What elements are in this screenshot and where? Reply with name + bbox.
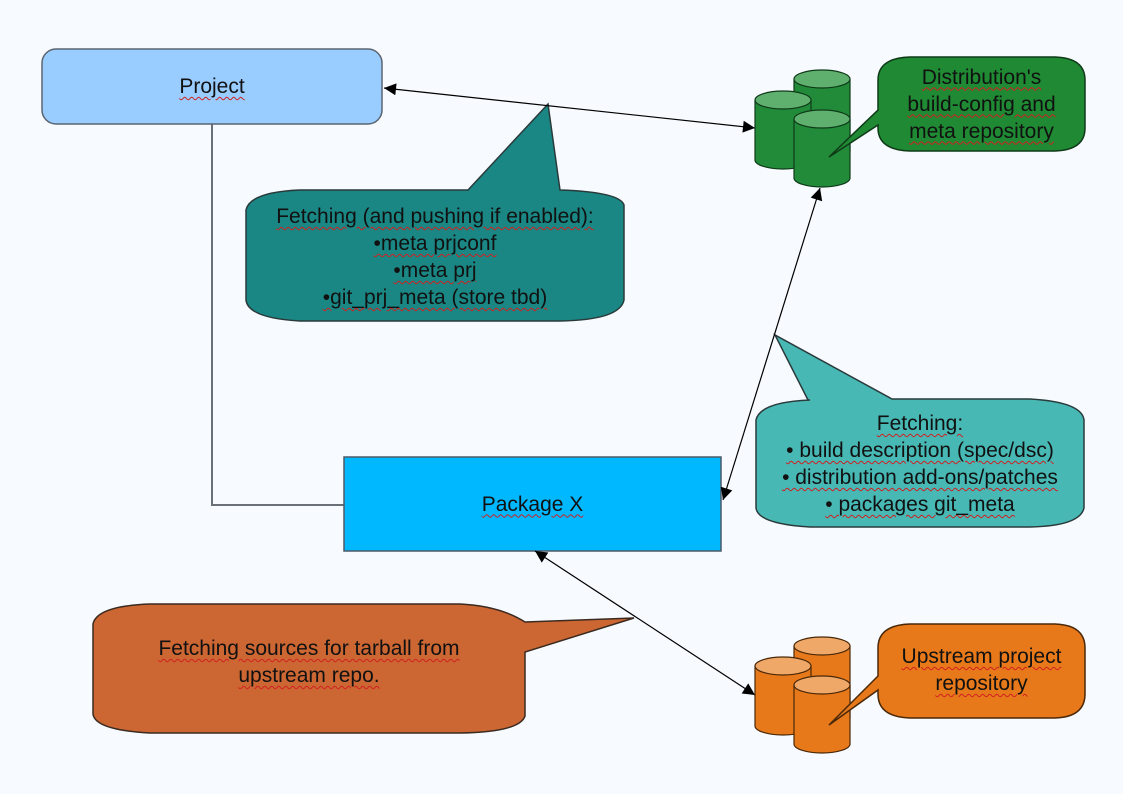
dist-repo-callout-shape [828,56,1086,158]
callout-line: Fetching sources for tarball from [158,637,460,660]
callout-line: •git_prj_meta (store tbd) [322,286,548,309]
callout-line: upstream repo. [238,664,380,687]
database-icon [754,69,851,188]
project-fetch-callout: Fetching (and pushing if enabled): •meta… [246,200,624,314]
callout-line: Upstream project [901,645,1062,668]
upstream-repo-callout: Upstream project repository [878,640,1085,700]
callout-line: Fetching (and pushing if enabled): [276,205,594,228]
callout-line: build-config and [907,92,1056,116]
callout-line: • distribution add-ons/patches [782,466,1058,489]
package-node[interactable]: Package X [344,457,721,551]
project-node[interactable]: Project [42,49,382,124]
package-fetch-callout: Fetching: • build description (spec/dsc)… [756,408,1084,520]
callout-line: • build description (spec/dsc) [786,439,1054,462]
project-label: Project [179,75,245,98]
package-upstream-repo-arrow [534,550,756,696]
database-icon [754,636,851,754]
upstream-fetch-callout: Fetching sources for tarball from upstre… [93,634,525,690]
upstream-repo-callout-shape [828,623,1086,726]
callout-line: meta repository [909,119,1054,143]
callout-line: Fetching: [876,412,964,435]
project-dist-repo-arrow [383,83,756,133]
callout-line: •meta prj [393,259,477,282]
callout-line: •meta prjconf [373,232,497,255]
callout-line: Distribution's [921,65,1042,89]
dist-repo-callout: Distribution's build-config and meta rep… [878,62,1085,146]
callout-line: • packages git_meta [825,493,1015,516]
project-fetch-callout-shape [245,102,625,322]
project-package-connector [211,124,344,506]
upstream-fetch-callout-shape [92,603,635,734]
package-node-shape[interactable] [343,456,722,552]
dist-repo-package-arrow [720,187,823,501]
callout-line: repository [935,672,1028,695]
project-node-shape[interactable] [41,48,383,125]
package-label: Package X [481,492,584,516]
